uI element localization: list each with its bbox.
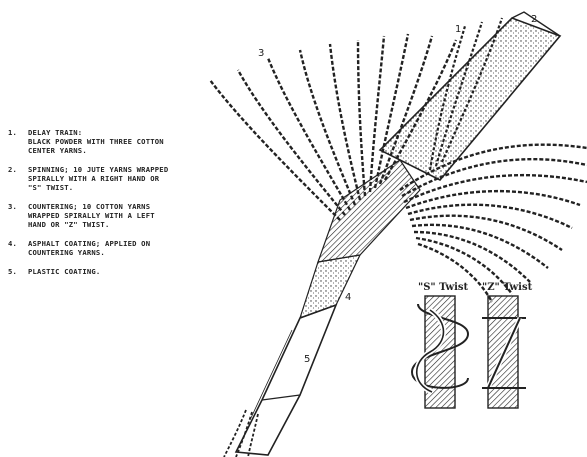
z-twist-label: "Z" Twist — [482, 282, 533, 293]
s-twist-label: "S" Twist — [418, 282, 469, 293]
z-twist-detail: "Z" Twist — [482, 282, 533, 408]
callout-3: 3 — [258, 48, 264, 59]
s-twist-detail: "S" Twist — [412, 282, 469, 408]
callout-2: 2 — [531, 14, 537, 25]
callout-4: 4 — [345, 292, 351, 303]
countering-body — [318, 160, 420, 262]
callout-5: 5 — [304, 354, 310, 365]
plastic-coating — [236, 305, 336, 455]
callout-1: 1 — [455, 24, 461, 35]
